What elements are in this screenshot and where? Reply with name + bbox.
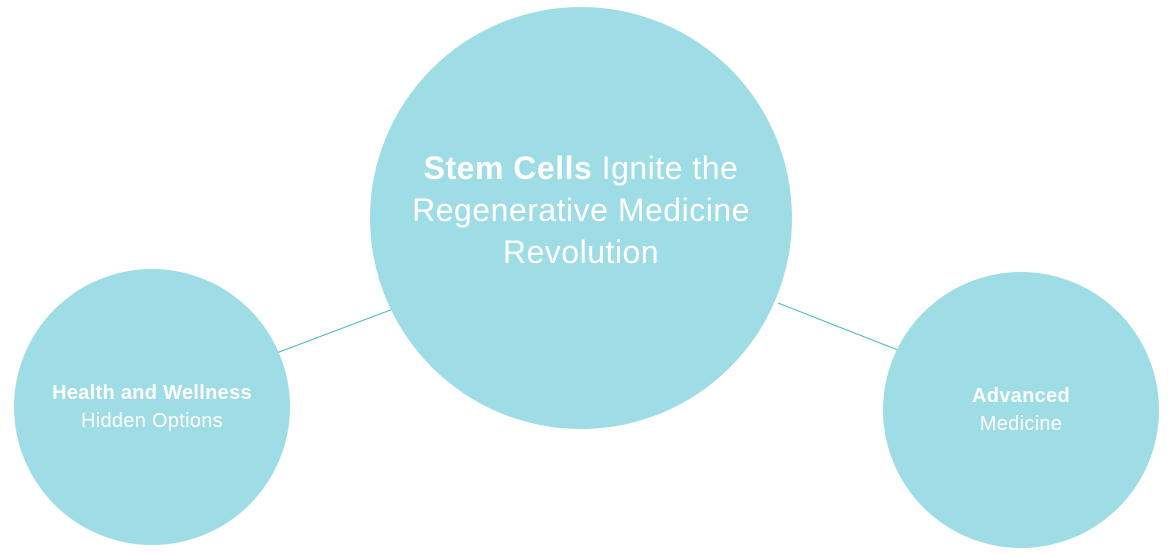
left-node: Health and Wellness Hidden Options (14, 269, 290, 545)
center-node-rest: Ignite the Regenerative Medicine Revolut… (412, 150, 750, 270)
left-node-light: Hidden Options (80, 410, 224, 432)
connector-left (265, 308, 394, 358)
center-node-text: Stem Cells Ignite the Regenerative Medic… (401, 147, 761, 273)
right-node: Advanced Medicine (883, 272, 1159, 548)
right-node-light: Medicine (979, 413, 1063, 435)
right-node-bold: Advanced (972, 385, 1070, 407)
left-node-text: Health and Wellness Hidden Options (52, 379, 252, 435)
center-node-bold: Stem Cells (423, 150, 593, 186)
center-node: Stem Cells Ignite the Regenerative Medic… (370, 7, 792, 429)
connector-right (777, 302, 904, 353)
left-node-bold: Health and Wellness (52, 382, 252, 404)
right-node-text: Advanced Medicine (972, 382, 1070, 438)
